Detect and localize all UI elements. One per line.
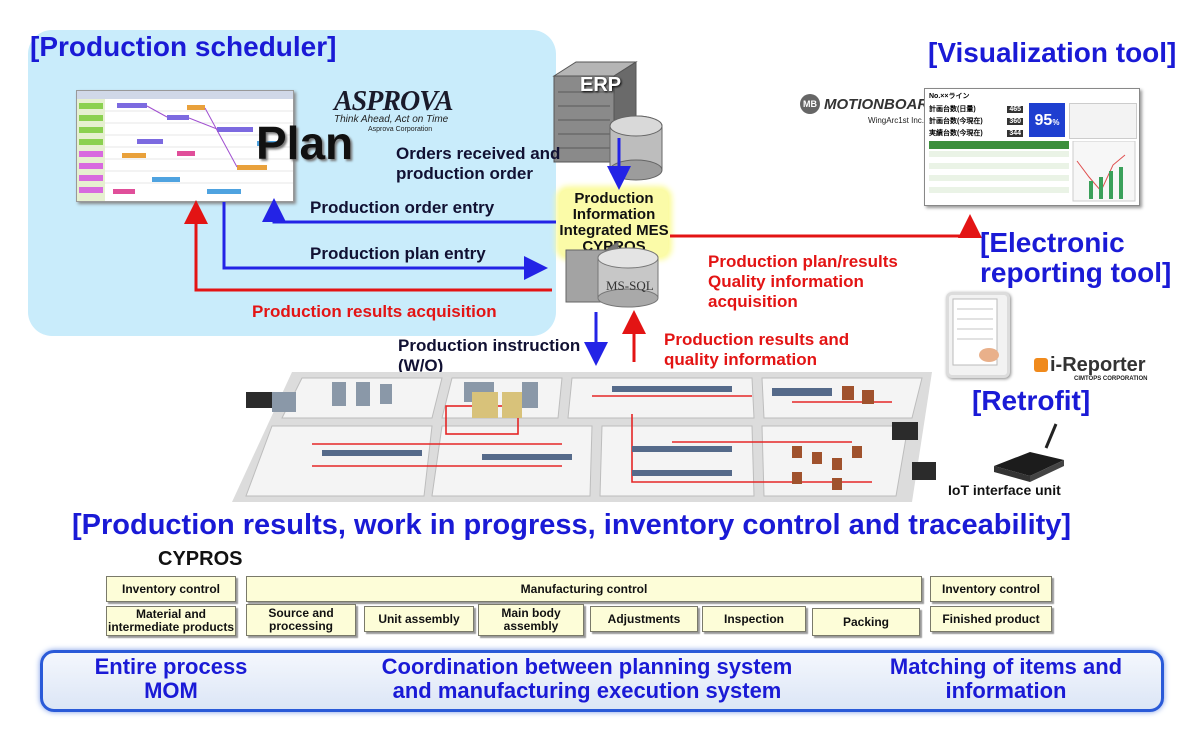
dashboard-side-panel [1069, 103, 1137, 139]
orders-label: Orders received and production order [396, 144, 561, 183]
cimtops-corp: CIMTOPS CORPORATION [1074, 376, 1148, 382]
mes-line-3: Integrated MES [559, 222, 669, 239]
inventory-control-left: Inventory control [106, 576, 236, 602]
plan-results-acquisition-label: Production plan/results Quality informat… [708, 252, 898, 311]
motionboard-logo: MOTIONBOARD [824, 96, 939, 113]
main-heading: [Production results, work in progress, i… [72, 509, 1072, 541]
step-adjustments: Adjustments [590, 606, 698, 632]
dashboard-table-chart [929, 141, 1136, 202]
step-source-processing: Source and processing [246, 604, 356, 636]
summary-middle: Coordination between planning system and… [327, 655, 847, 703]
erp-label: ERP [580, 74, 622, 96]
summary-middle-line-2: and manufacturing execution system [392, 678, 782, 703]
plan-entry-label: Production plan entry [310, 244, 486, 263]
manufacturing-control-cell: Manufacturing control [246, 576, 922, 602]
mes-server-icon [565, 241, 659, 308]
summary-right: Matching of items and information [861, 655, 1151, 703]
material-products-cell: Material and intermediate products [106, 606, 236, 636]
finished-product-cell: Finished product [930, 606, 1052, 632]
gantt-chart-graphic [77, 91, 293, 201]
summary-left-line-1: Entire process [94, 654, 248, 679]
iot-device-label: IoT interface unit [948, 482, 1061, 498]
instruction-label: Production instruction (W/O) [398, 336, 581, 375]
summary-bar: Entire process MOM Coordination between … [40, 650, 1164, 712]
visualization-heading: [Visualization tool] [928, 37, 1177, 68]
step-packing: Packing [812, 608, 920, 636]
dashboard-screen: No.××ライン 計画台数(日量)465 計画台数(今現在)360 実績台数(今… [924, 88, 1140, 206]
motionboard-vendor: WingArc1st Inc. [868, 116, 925, 125]
tablet-screen [952, 298, 999, 366]
gantt-chart-thumbnail [76, 90, 294, 202]
mssql-label: MS-SQL [606, 278, 654, 293]
plan-entry-arrow [222, 202, 548, 280]
retrofit-heading: [Retrofit] [972, 385, 1091, 416]
results-acquisition-arrow [184, 200, 552, 292]
dashboard-rate: 95% [1029, 103, 1065, 137]
electronic-heading-line-2: reporting tool] [980, 257, 1172, 288]
ireporter-logo: i-Reporter [1050, 354, 1146, 376]
dashboard-row: 計画台数(今現在)360 [929, 117, 1023, 125]
results-quality-label: Production results and quality informati… [664, 330, 850, 369]
erp-server-icon [552, 61, 663, 181]
dashboard-row: 計画台数(日量)465 [929, 105, 1023, 113]
order-entry-arrow [262, 198, 556, 224]
mes-line-1: Production [574, 190, 654, 207]
dashboard-rows: 計画台数(日量)465 計画台数(今現在)360 実績台数(今現在)344 [929, 103, 1023, 139]
cypros-title: CYPROS [158, 548, 243, 570]
electronic-heading-line-1: [Electronic [980, 227, 1125, 258]
step-main-body-assembly: Main body assembly [478, 604, 584, 636]
inventory-control-right: Inventory control [930, 576, 1052, 602]
step-inspection: Inspection [702, 606, 806, 632]
summary-right-line-1: Matching of items and [889, 654, 1123, 679]
to-visualization-arrow [670, 214, 982, 238]
iot-device-icon [994, 423, 1064, 482]
dashboard-row: 実績台数(今現在)344 [929, 129, 1023, 137]
asprova-tagline: Think Ahead, Act on Time [334, 114, 449, 125]
motionboard-icon: MB [800, 94, 820, 114]
scheduler-heading: [Production scheduler] [30, 31, 337, 62]
tablet-device [946, 292, 1010, 378]
order-entry-label: Production order entry [310, 198, 495, 217]
factory-floor-illustration [232, 372, 936, 502]
results-acquisition-label: Production results acquisition [252, 302, 497, 321]
dashboard-title: No.××ライン [929, 93, 970, 100]
summary-left-line-2: MOM [144, 678, 198, 703]
ireporter-icon [1034, 358, 1048, 372]
summary-right-line-2: information [945, 678, 1067, 703]
electronic-heading: [Electronic reporting tool] [980, 228, 1171, 288]
asprova-corp: Asprova Corporation [368, 126, 433, 133]
asprova-logo: ASPROVA [334, 86, 454, 117]
mes-line-2: Information [572, 206, 656, 223]
plan-label: Plan [256, 117, 354, 169]
summary-middle-line-1: Coordination between planning system [381, 654, 793, 679]
step-unit-assembly: Unit assembly [364, 606, 474, 632]
summary-left: Entire process MOM [73, 655, 269, 703]
